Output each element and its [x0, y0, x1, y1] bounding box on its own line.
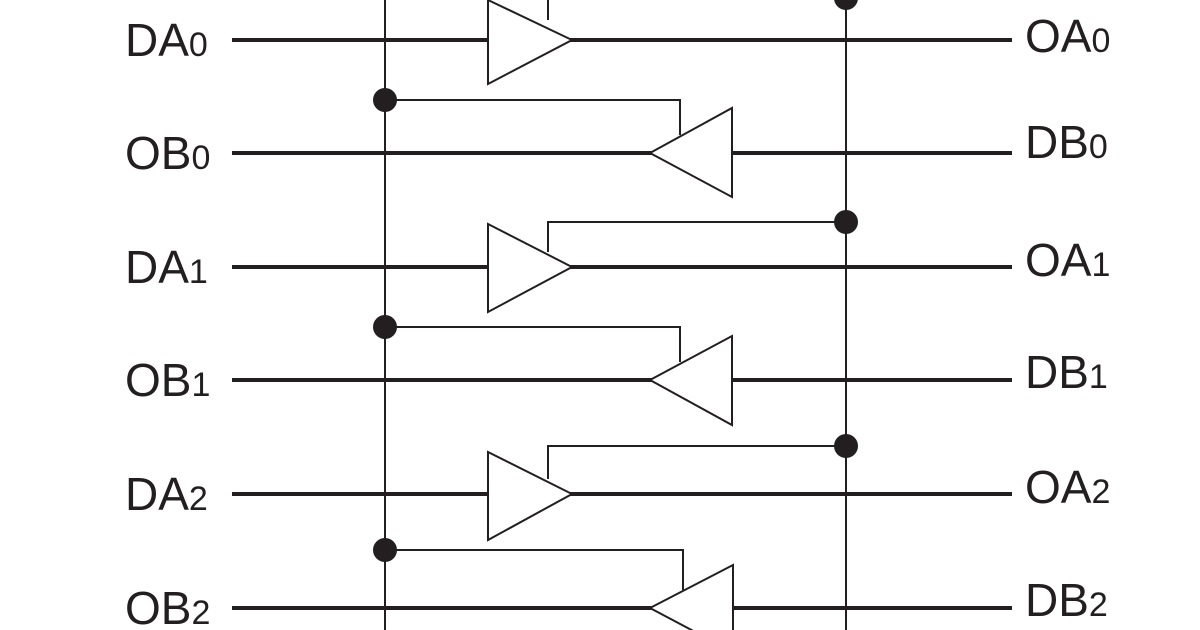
label-oa0: OA0 [1025, 10, 1110, 62]
label-oa1: OA1 [1025, 234, 1110, 286]
junction-dot-a0 [834, 0, 858, 10]
label-da1: DA1 [125, 241, 208, 293]
ctrl-line-b0 [385, 99, 681, 135]
ctrl-line-b1 [385, 326, 681, 362]
buffer-a0-triangle [487, 0, 575, 86]
label-db1: DB1 [1025, 346, 1108, 398]
buffer-b1-triangle [647, 334, 733, 427]
ctrl-line-a2 [547, 445, 846, 479]
label-ob0: OB0 [125, 127, 210, 179]
junction-dot-a1 [834, 210, 858, 234]
junction-dot-b1 [373, 315, 397, 339]
buffer-a2-triangle [487, 450, 575, 542]
label-db0: DB0 [1025, 116, 1108, 168]
label-ob2: OB2 [125, 582, 210, 630]
label-da2: DA2 [125, 468, 208, 520]
label-ob1: OB1 [125, 354, 210, 406]
buffer-a1-triangle [487, 222, 575, 314]
label-db2: DB2 [1025, 574, 1108, 626]
junction-dot-a2 [834, 434, 858, 458]
label-da0: DA0 [125, 14, 208, 66]
label-oa2: OA2 [1025, 461, 1110, 513]
buffer-b0-triangle [647, 106, 733, 199]
buffer-b2-triangle [647, 563, 734, 630]
junction-dot-b0 [373, 88, 397, 112]
junction-dot-b2 [373, 538, 397, 562]
ctrl-line-b2 [385, 549, 684, 590]
ctrl-line-a1 [547, 221, 846, 252]
